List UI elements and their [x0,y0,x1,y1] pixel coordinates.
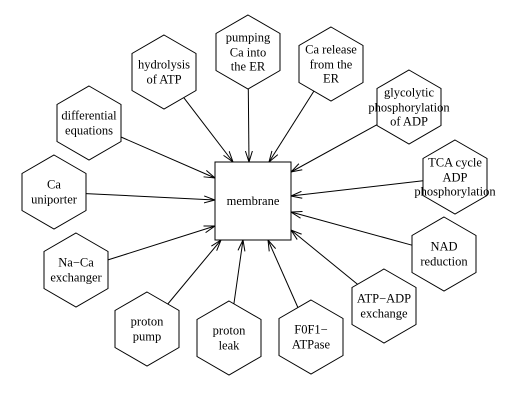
tca-cycle-label-line: ADP [442,169,468,184]
pumping-ca-into-er-label-line: Ca into [229,44,267,59]
proton-pump-label-line: pump [132,329,162,343]
ca-release-from-er-label-line: Ca release [305,42,357,57]
f0f1-atpase-label-line: ATPase [291,337,331,351]
glycolytic-phosphorylation-label-line: of ADP [390,114,428,129]
f0f1-atpase-label: F0F1−ATPase [292,323,330,352]
tca-cycle-label-line: TCA cycle [428,155,482,170]
hydrolysis-of-atp-label-line: of ATP [146,72,182,86]
nad-reduction-hexagon [411,216,477,292]
atp-adp-exchange-hexagon [351,268,417,344]
nad-reduction-label-line: NAD [430,239,458,254]
ca-release-from-er-hexagon [298,26,364,102]
pumping-ca-into-er-label-line: the ER [230,59,266,74]
differential-equations-arrow [120,136,215,178]
proton-pump-arrow [167,240,221,305]
ca-release-from-er-label-line: from the [309,56,353,71]
proton-pump-label-line: proton [130,314,164,329]
tca-cycle-arrow [291,180,424,196]
ca-uniporter-label-line: uniporter [31,192,77,206]
ca-uniporter-hexagon [21,154,87,230]
pumping-ca-into-er-arrow [248,88,249,162]
proton-leak-arrow [233,240,243,304]
f0f1-atpase-label-line: F0F1− [294,322,328,337]
ca-uniporter-arrow [85,193,215,200]
na-ca-exchanger-hexagon [43,232,109,308]
na-ca-exchanger-label-line: Na−Ca [58,255,94,270]
proton-leak-label-line: proton [212,323,246,338]
differential-equations-label-line: differential [61,108,117,123]
proton-leak-label-line: leak [218,338,240,352]
na-ca-exchanger-label-line: exchanger [50,270,102,284]
membrane-label: membrane [226,193,280,208]
hydrolysis-of-atp-label-line: hydrolysis [137,57,191,72]
pumping-ca-into-er-label-line: pumping [225,30,271,45]
proton-pump-hexagon [114,291,180,367]
pumping-ca-into-er-hexagon [215,14,281,90]
differential-equations-hexagon [56,85,122,161]
f0f1-atpase-arrow [268,240,299,308]
tca-cycle-label-line: phosphorylation [414,184,496,199]
ca-release-from-er-arrow [269,90,315,162]
hydrolysis-of-atp-arrow [183,97,233,162]
glycolytic-phosphorylation-label-line: glycolytic [384,85,434,100]
glycolytic-phosphorylation-hexagon [376,69,442,145]
atp-adp-exchange-label-line: ATP−ADP [356,291,412,306]
differential-equations-label-line: equations [65,123,113,137]
nad-reduction-label-line: reduction [420,254,468,268]
proton-leak-hexagon [196,300,262,376]
glycolytic-phosphorylation-arrow [291,124,378,172]
glycolytic-phosphorylation-label-line: phosphorylation [368,99,450,114]
atp-adp-exchange-label-line: exchange [360,306,408,320]
ca-release-from-er-label-line: ER [323,71,339,86]
atp-adp-exchange-arrow [291,230,358,285]
f0f1-atpase-hexagon [278,299,344,375]
tca-cycle-hexagon [422,139,488,215]
ca-uniporter-label-line: Ca [47,177,61,192]
na-ca-exchanger-arrow [107,226,215,261]
hydrolysis-of-atp-hexagon [131,34,197,110]
nad-reduction-arrow [291,212,413,246]
membrane-box [214,161,292,241]
